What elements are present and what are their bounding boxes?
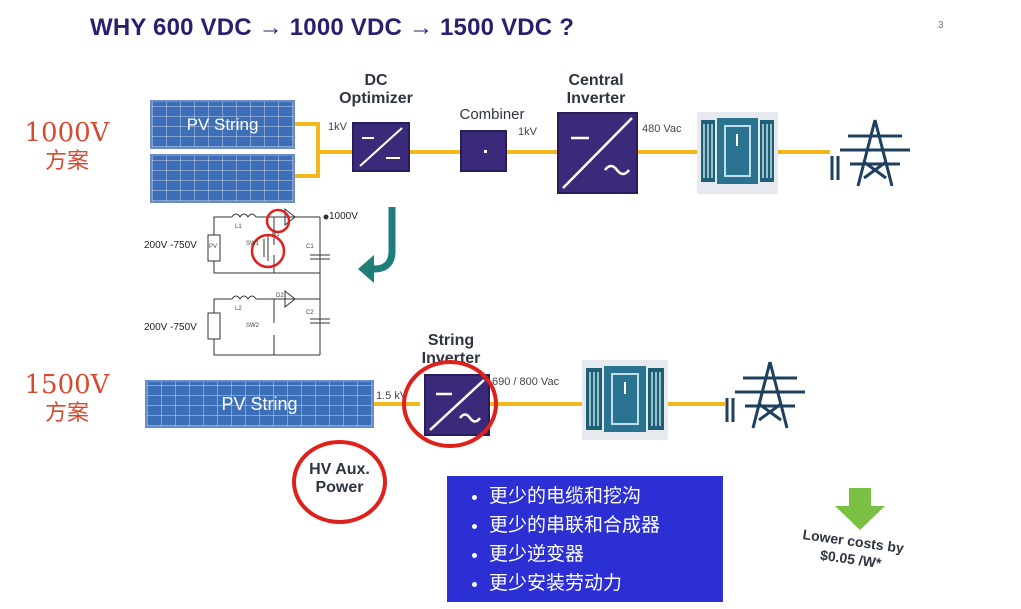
central-inverter-label: Central Inverter bbox=[566, 72, 626, 108]
voltage-opt-in: 1kV bbox=[328, 121, 347, 133]
circuit-label-sw2: SW2 bbox=[246, 323, 260, 329]
pv-string-panel-1500: PV String bbox=[145, 380, 374, 428]
teal-down-left-arrow-icon bbox=[358, 207, 396, 283]
circuit-label-sw1: SW1 bbox=[246, 241, 260, 247]
circuit-label-d2: D2 bbox=[276, 293, 284, 299]
power-tower-icon-1 bbox=[830, 119, 910, 187]
circuit-label-pv: PV bbox=[209, 244, 218, 250]
scheme-1000-voltage: 1000V bbox=[24, 118, 110, 148]
voltage-circuit-out: 1000V bbox=[329, 211, 358, 222]
hv-aux-power-label: HV Aux. Power bbox=[309, 461, 370, 497]
circuit-label-c1: C1 bbox=[306, 244, 314, 250]
dc-ac-inverter-icon bbox=[562, 117, 633, 189]
benefit-item: 更少的串联和合成器 bbox=[489, 511, 723, 540]
benefit-item: 更少逆变器 bbox=[489, 540, 723, 569]
benefit-item: 更少安装劳动力 bbox=[489, 569, 723, 598]
voltage-circuit-in-2: 200V -750V bbox=[144, 322, 197, 333]
combiner-dot-icon bbox=[484, 150, 487, 153]
wire-pv2-optimizer bbox=[293, 152, 320, 178]
scheme-1500-label: 1500V 方案 bbox=[22, 370, 112, 428]
voltage-string-in: 1.5 kV bbox=[376, 390, 408, 402]
benefits-box: 更少的电缆和挖沟 更少的串联和合成器 更少逆变器 更少安装劳动力 bbox=[447, 476, 723, 602]
voltage-circuit-in-1: 200V -750V bbox=[144, 240, 197, 251]
dc-dc-converter-icon bbox=[359, 127, 403, 167]
highlight-diode-circle bbox=[265, 208, 291, 234]
scheme-1000-plan: 方案 bbox=[44, 149, 89, 175]
combiner-label: Combiner bbox=[459, 106, 525, 123]
highlight-string-inverter-circle bbox=[402, 360, 498, 448]
scheme-1500-voltage: 1500V bbox=[24, 370, 110, 400]
voltage-comb-out: 1kV bbox=[518, 126, 537, 138]
hv-aux-power-circle bbox=[292, 440, 387, 524]
voltage-central-out: 480 Vac bbox=[642, 123, 682, 135]
scheme-1000-label: 1000V 方案 bbox=[22, 118, 112, 176]
benefits-list: 更少的电缆和挖沟 更少的串联和合成器 更少逆变器 更少安装劳动力 bbox=[447, 482, 723, 598]
circuit-label-l2: L2 bbox=[235, 306, 242, 312]
power-tower-icon-2 bbox=[725, 361, 805, 429]
combiner-box bbox=[460, 130, 507, 172]
pv-string-label-1500: PV String bbox=[221, 393, 298, 414]
dc-optimizer-box bbox=[352, 122, 410, 172]
transformer-1 bbox=[697, 112, 778, 194]
transformer-icon-2 bbox=[586, 366, 664, 432]
central-inverter-box bbox=[557, 112, 638, 194]
scheme-1500-plan: 方案 bbox=[44, 401, 89, 427]
slide-title: WHY 600 VDC → 1000 VDC → 1500 VDC ? bbox=[90, 14, 575, 41]
pv-string-label-1: PV String bbox=[186, 114, 259, 134]
benefit-item: 更少的电缆和挖沟 bbox=[489, 482, 723, 511]
circuit-label-l1: L1 bbox=[235, 224, 242, 230]
pv-string-panel-1: PV String bbox=[150, 100, 295, 149]
transformer-icon bbox=[701, 118, 774, 184]
circuit-label-d1: D1 bbox=[272, 232, 280, 238]
boost-circuit-schematic bbox=[207, 207, 330, 356]
voltage-string-out: 690 / 800 Vac bbox=[492, 376, 560, 388]
circuit-label-c2: C2 bbox=[306, 310, 314, 316]
dc-optimizer-label: DC Optimizer bbox=[339, 72, 413, 108]
pv-string-panel-2 bbox=[150, 154, 295, 203]
pv-source-2 bbox=[207, 312, 221, 340]
wire-pv1-optimizer bbox=[293, 122, 352, 154]
highlight-switch-circle bbox=[250, 233, 286, 269]
green-down-arrow-icon bbox=[835, 488, 885, 530]
transformer-2 bbox=[582, 360, 668, 440]
corner-mark: 3 bbox=[938, 20, 944, 31]
